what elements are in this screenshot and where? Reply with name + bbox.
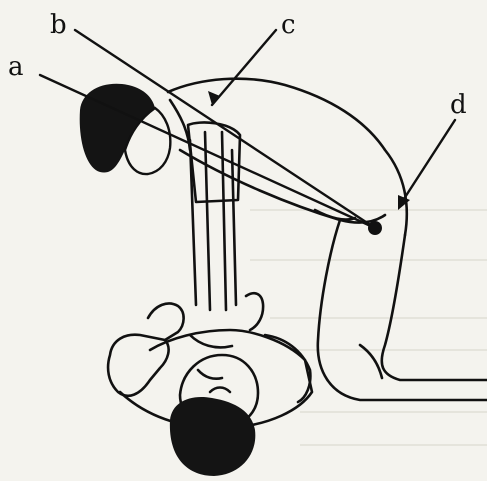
patient-hair <box>170 397 255 476</box>
pointer-c <box>212 30 276 105</box>
pointer-d <box>400 120 455 205</box>
rescuer-figure <box>168 79 487 400</box>
callout-label-d: d <box>450 92 467 118</box>
callout-label-c: c <box>281 12 296 38</box>
callout-label-b: b <box>50 12 67 38</box>
callout-label-a: a <box>8 54 24 80</box>
background-print-texture <box>250 210 487 445</box>
hip-pivot-dot <box>368 221 382 235</box>
